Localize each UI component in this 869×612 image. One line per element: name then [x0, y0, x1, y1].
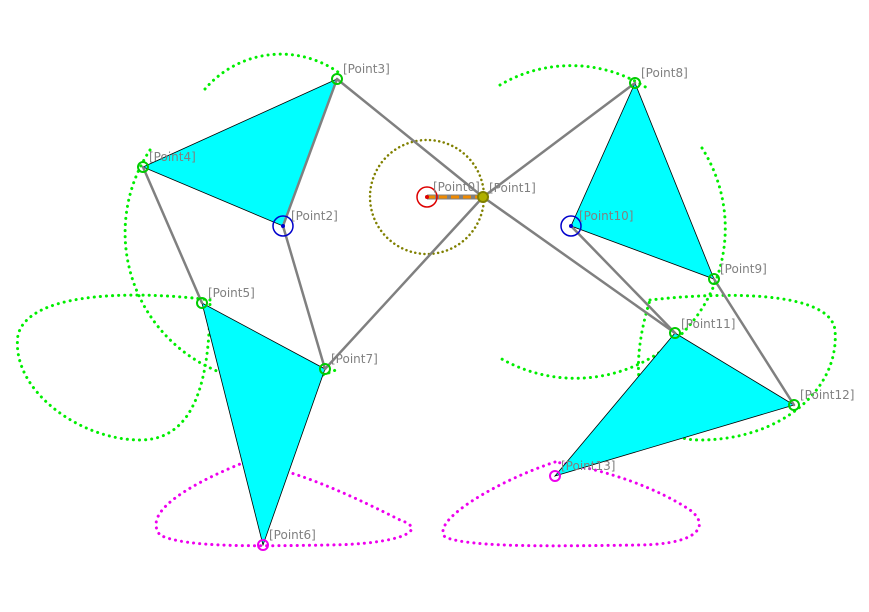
link-p1-p3 [335, 77, 485, 199]
label-point4: [Point4] [149, 150, 196, 164]
label-point1: [Point1] [489, 181, 536, 195]
label-point11: [Point11] [681, 317, 735, 331]
point3-joint[interactable] [331, 73, 343, 85]
point13-trace [441, 460, 701, 548]
links [141, 77, 796, 407]
point8-joint[interactable] [629, 77, 641, 89]
point9-joint[interactable] [708, 273, 720, 285]
point2-ground-dot [281, 224, 285, 228]
point5-trace [15, 293, 212, 442]
point10-ground-dot [569, 224, 573, 228]
point11-joint[interactable] [669, 327, 681, 339]
point13-foot[interactable] [549, 470, 561, 482]
link-p10-p11 [569, 224, 677, 335]
link-p4-p5 [141, 165, 204, 305]
point10-ground-pivot[interactable] [560, 215, 582, 237]
link-p1-p11 [481, 195, 677, 335]
triangle-plates [142, 78, 795, 547]
motion-traces [15, 52, 837, 548]
label-point3: [Point3] [343, 62, 390, 76]
label-point0: [Point0] [433, 180, 480, 194]
point1-joint[interactable] [477, 191, 489, 203]
point-labels: [Point0] [Point1] [Point2] [Point3] [Poi… [149, 62, 854, 542]
label-point12: [Point12] [800, 388, 854, 402]
label-point2: [Point2] [291, 209, 338, 223]
label-point6: [Point6] [269, 528, 316, 542]
link-p3-p2 [281, 77, 339, 228]
link-p1-p7 [323, 195, 485, 371]
plate-p8-p9-p10 [570, 81, 715, 280]
point2-ground-pivot[interactable] [272, 215, 294, 237]
link-p2-p7 [281, 224, 327, 371]
point8-trace [498, 64, 727, 380]
point5-joint[interactable] [196, 297, 208, 309]
point12-joint[interactable] [788, 399, 800, 411]
point7-joint[interactable] [319, 363, 331, 375]
point0-pivot[interactable] [416, 186, 438, 208]
label-point7: [Point7] [331, 352, 378, 366]
point6-foot[interactable] [257, 539, 269, 551]
point4-trace [123, 52, 344, 385]
point0-pivot-dot [425, 195, 429, 199]
joints [137, 73, 800, 551]
link-p1-p8 [481, 81, 637, 199]
link-p9-p12 [712, 277, 796, 407]
label-point8: [Point8] [641, 66, 688, 80]
point4-joint[interactable] [137, 161, 149, 173]
label-point5: [Point5] [208, 286, 255, 300]
point6-trace [154, 460, 414, 548]
label-point13: [Point13] [561, 459, 615, 473]
plate-p11-p12-p13 [553, 332, 795, 477]
label-point9: [Point9] [720, 262, 767, 276]
label-point10: [Point10] [579, 209, 633, 223]
plate-p5-p6-p7 [201, 302, 326, 547]
